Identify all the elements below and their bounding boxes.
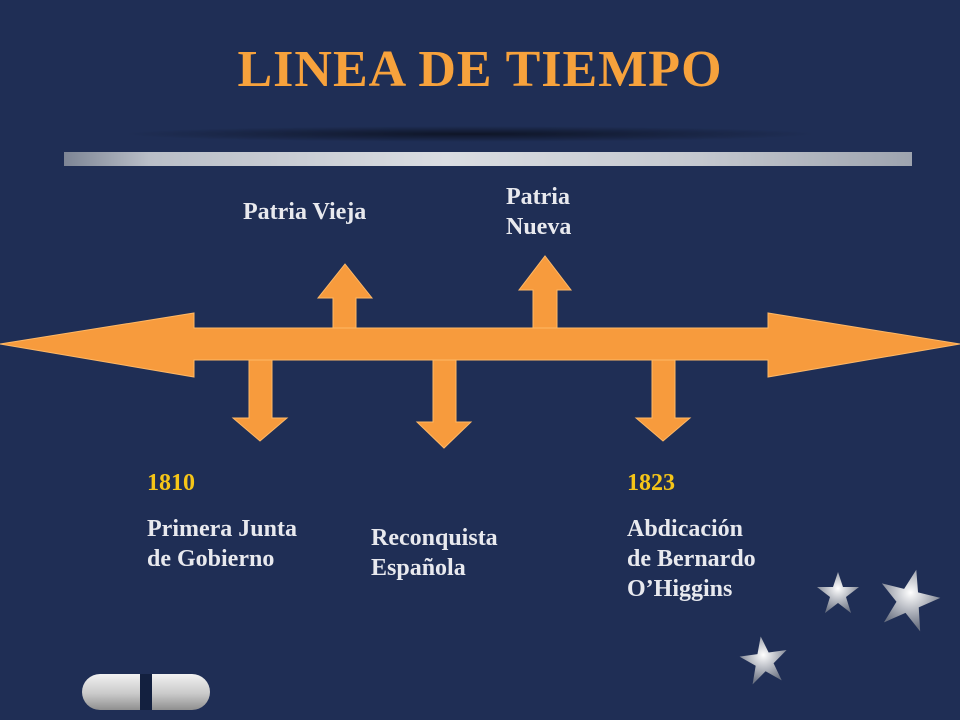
slide-title: LINEA DE TIEMPO [237, 41, 723, 98]
event-1823: 1823 Abdicación de Bernardo O’Higgins [627, 468, 756, 604]
period-label-patria-nueva: Patria Nueva [506, 182, 571, 242]
period-label-patria-vieja: Patria Vieja [243, 199, 367, 225]
title-shadow [120, 126, 820, 142]
star-icon [881, 569, 941, 632]
next-slide-button[interactable] [152, 674, 210, 710]
event-text-line: Reconquista [371, 525, 498, 551]
star-icon [817, 572, 859, 613]
nav-separator [140, 674, 152, 710]
event-reconquista: Reconquista Española [371, 523, 498, 583]
event-arrow-1823 [634, 359, 692, 442]
event-text-line: de Gobierno [147, 546, 275, 572]
period-arrow-patria-nueva [517, 255, 573, 329]
event-year: 1810 [147, 470, 195, 496]
event-1810: 1810 Primera Junta de Gobierno [147, 468, 297, 574]
previous-slide-button[interactable] [82, 674, 140, 710]
period-arrow-patria-vieja [316, 263, 374, 329]
star-icon [739, 636, 787, 685]
event-text-line: O’Higgins [627, 576, 733, 602]
event-text-line: Primera Junta [147, 516, 297, 542]
event-text-line: Española [371, 555, 466, 581]
title-divider [64, 152, 912, 166]
event-text-line: Abdicación [627, 516, 744, 542]
event-year: 1823 [627, 470, 675, 496]
event-text-line: de Bernardo [627, 546, 756, 572]
timeline-axis-arrow [0, 312, 960, 378]
event-arrow-1810 [231, 359, 289, 442]
period-label-line: Patria [506, 184, 570, 210]
event-arrow-reconquista [415, 359, 473, 449]
period-label-line: Nueva [506, 214, 572, 240]
